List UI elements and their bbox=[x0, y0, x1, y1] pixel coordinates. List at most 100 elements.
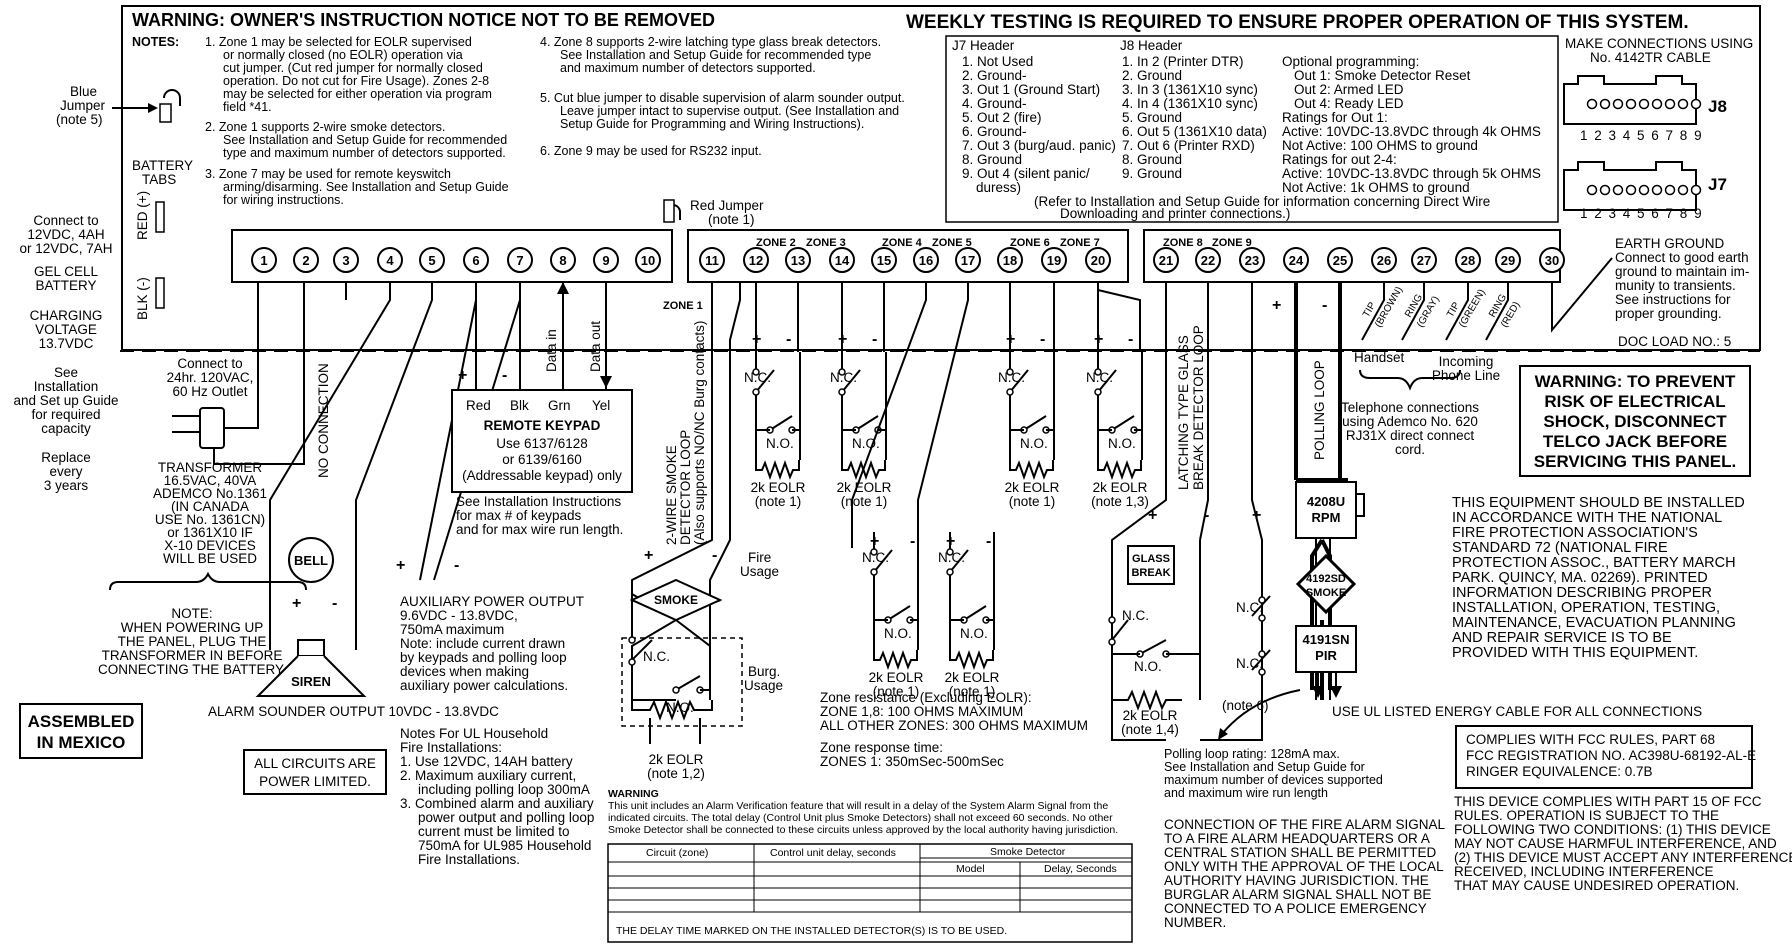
zone8-minus: - bbox=[1204, 507, 1209, 524]
svg-text:3. Out 1 (Ground Start): 3. Out 1 (Ground Start) bbox=[962, 82, 1100, 97]
blue-jumper-label: Blue Jumper (note 5) bbox=[56, 84, 106, 127]
terminal-block-2 bbox=[687, 229, 1129, 283]
svg-text:including polling loop 300mA: including polling loop 300mA bbox=[418, 782, 590, 797]
owner-warning-heading: WARNING: OWNER'S INSTRUCTION NOTICE NOT … bbox=[132, 10, 715, 30]
svg-text:ZONE 1: ZONE 1 bbox=[663, 300, 703, 312]
no-connection-label: NO CONNECTION bbox=[316, 363, 331, 478]
header-refer-note: (Refer to Installation and Setup Guide f… bbox=[1034, 194, 1490, 221]
svg-text:for required: for required bbox=[31, 407, 100, 422]
data-in-label: Data in bbox=[544, 329, 559, 372]
svg-text:16.5VAC, 40VA: 16.5VAC, 40VA bbox=[164, 473, 257, 488]
svg-text:PROVIDED WITH THIS EQUIPMENT.: PROVIDED WITH THIS EQUIPMENT. bbox=[1452, 645, 1698, 661]
cable-connections-title: MAKE CONNECTIONS USING No. 4142TR CABLE bbox=[1565, 36, 1753, 65]
svg-text:and maximum wire run length: and maximum wire run length bbox=[1164, 786, 1328, 800]
svg-text:6. Zone 9 may be used for RS2: 6. Zone 9 may be used for RS232 input. bbox=[540, 144, 762, 158]
svg-text:(Addressable keypad) only: (Addressable keypad) only bbox=[462, 468, 622, 483]
fire-usage-label: Fire Usage bbox=[740, 550, 779, 579]
svg-text:28: 28 bbox=[1461, 253, 1475, 268]
keypad-models: Use 6137/6128 or 6139/6160 (Addressable … bbox=[462, 436, 622, 483]
svg-text:N.C.: N.C. bbox=[643, 649, 670, 664]
svg-text:+: + bbox=[870, 533, 879, 550]
svg-text:or 12VDC, 7AH: or 12VDC, 7AH bbox=[19, 241, 112, 256]
svg-text:2-WIRE SMOKE: 2-WIRE SMOKE bbox=[664, 445, 679, 545]
svg-text:INFORMATION DESCRIBING PROPER: INFORMATION DESCRIBING PROPER bbox=[1452, 585, 1712, 601]
zone8-contact-labels: N.C. N.O. N.C. N.C. bbox=[1122, 600, 1263, 674]
svg-text:N.O.: N.O. bbox=[884, 626, 912, 641]
note-6: 6. Zone 9 may be used for RS232 input. bbox=[540, 144, 762, 158]
svg-text:J7: J7 bbox=[1708, 175, 1727, 194]
telephone-wires bbox=[1361, 282, 1509, 341]
svg-text:Circuit (zone): Circuit (zone) bbox=[646, 847, 708, 859]
svg-text:or 1361X10 IF: or 1361X10 IF bbox=[167, 525, 253, 540]
connector-pin bbox=[1638, 98, 1650, 110]
svg-text:PIR: PIR bbox=[1315, 648, 1337, 663]
svg-text:Notes For UL Household: Notes For UL Household bbox=[400, 726, 548, 741]
svg-text:Red: Red bbox=[466, 398, 491, 413]
connector-pin bbox=[1638, 184, 1650, 196]
svg-text:WILL BE USED: WILL BE USED bbox=[163, 551, 257, 566]
svg-text:Connect to: Connect to bbox=[177, 356, 242, 371]
terminal-28: 28 bbox=[1455, 247, 1481, 273]
power-up-note: NOTE: WHEN POWERING UP THE PANEL, PLUG T… bbox=[98, 606, 286, 677]
polling-plus: + bbox=[1272, 297, 1281, 314]
svg-text:24hr. 120VAC,: 24hr. 120VAC, bbox=[167, 370, 254, 385]
svg-text:Not Active: 1k OHMS to ground: Not Active: 1k OHMS to ground bbox=[1282, 180, 1470, 195]
svg-text:-: - bbox=[1128, 331, 1133, 348]
cable-note: USE UL LISTED ENERGY CABLE FOR ALL CONNE… bbox=[1332, 704, 1702, 719]
j7-connector: J7 1 2 3 4 5 6 7 8 9 bbox=[1563, 161, 1727, 221]
connector-pin bbox=[1625, 98, 1637, 110]
svg-text:N.C.: N.C. bbox=[938, 550, 965, 565]
svg-text:4. In 4 (1361X10 sync): 4. In 4 (1361X10 sync) bbox=[1122, 96, 1258, 111]
svg-text:Installation: Installation bbox=[34, 379, 99, 394]
svg-text:RJ31X direct connect: RJ31X direct connect bbox=[1346, 428, 1475, 443]
polling-continue-arrows bbox=[1312, 672, 1342, 698]
blue-jumper-icon bbox=[159, 89, 181, 123]
svg-text:N.C.: N.C. bbox=[830, 370, 857, 385]
svg-text:3: 3 bbox=[342, 253, 349, 268]
svg-text:1. Use 12VDC, 14AH battery: 1. Use 12VDC, 14AH battery bbox=[400, 754, 573, 769]
bell-label: BELL bbox=[294, 553, 328, 568]
svg-text:operation. Do not cut for Fire: operation. Do not cut for Fire Usage). Z… bbox=[223, 74, 489, 88]
svg-text:FCC REGISTRATION NO. AC398U-6: FCC REGISTRATION NO. AC398U-68192-AL-E bbox=[1466, 748, 1756, 763]
svg-text:13: 13 bbox=[791, 253, 805, 268]
terminal-27: 27 bbox=[1411, 247, 1437, 273]
smoke-loop-vertical-label: 2-WIRE SMOKE DETECTOR LOOP (Also support… bbox=[664, 321, 707, 545]
battery-tab-red bbox=[155, 201, 165, 233]
svg-text:ZONE 2: ZONE 2 bbox=[756, 237, 796, 249]
zone-specs: Zone resistance (Excluding EOLR): ZONE 1… bbox=[820, 690, 1088, 769]
terminal-17: 17 bbox=[955, 247, 981, 273]
connector-pin bbox=[1586, 184, 1598, 196]
svg-text:(note 1): (note 1) bbox=[949, 684, 996, 699]
polling-rating: Polling loop rating: 128mA max. See Inst… bbox=[1164, 747, 1383, 800]
svg-text:ZONE 5: ZONE 5 bbox=[932, 237, 972, 249]
svg-text:3. In 3 (1361X10 sync): 3. In 3 (1361X10 sync) bbox=[1122, 82, 1258, 97]
svg-text:GLASS: GLASS bbox=[1132, 553, 1170, 565]
connector-pin bbox=[1690, 184, 1702, 196]
svg-text:4208U: 4208U bbox=[1307, 494, 1345, 509]
terminal-8: 8 bbox=[550, 247, 576, 273]
svg-text:16: 16 bbox=[919, 253, 933, 268]
zone2-contact-loop: N.C.N.O.2k EOLR(note 1)+- bbox=[744, 331, 806, 509]
terminal-25: 25 bbox=[1327, 247, 1353, 273]
svg-text:See Installation and Setup Gui: See Installation and Setup Guide for rec… bbox=[223, 133, 507, 147]
connector-pin bbox=[1677, 184, 1689, 196]
svg-text:FOLLOWING TWO CONDITIONS: (1): FOLLOWING TWO CONDITIONS: (1) THIS DEVIC… bbox=[1454, 822, 1771, 837]
svg-text:2k EOLR: 2k EOLR bbox=[1005, 480, 1060, 495]
svg-text:RISK OF ELECTRICAL: RISK OF ELECTRICAL bbox=[1544, 392, 1725, 411]
svg-text:4191SN: 4191SN bbox=[1303, 632, 1350, 647]
transformer-icon bbox=[172, 282, 305, 465]
svg-text:TRANSFORMER: TRANSFORMER bbox=[158, 460, 263, 475]
svg-text:5. Out 2 (fire): 5. Out 2 (fire) bbox=[962, 110, 1042, 125]
data-out-label: Data out bbox=[588, 321, 603, 372]
leader-arrow-icon bbox=[1218, 728, 1228, 740]
delay-table-headers: Circuit (zone) Control unit delay, secon… bbox=[646, 846, 1117, 875]
header-info-box bbox=[945, 35, 1559, 223]
terminal-1: 1 bbox=[251, 247, 277, 273]
svg-text:MAKE CONNECTIONS USING: MAKE CONNECTIONS USING bbox=[1565, 36, 1753, 51]
j8-connector: J8 1 2 3 4 5 6 7 8 9 bbox=[1563, 75, 1727, 143]
svg-text:17: 17 bbox=[961, 253, 975, 268]
note-3: 3. Zone 7 may be used for remote keyswit… bbox=[205, 167, 509, 207]
svg-text:19: 19 bbox=[1047, 253, 1061, 268]
svg-text:Smoke Detector shall be connec: Smoke Detector shall be connected to the… bbox=[608, 824, 1118, 836]
zone1-eolr-label: 2k EOLR (note 1,2) bbox=[647, 752, 705, 781]
